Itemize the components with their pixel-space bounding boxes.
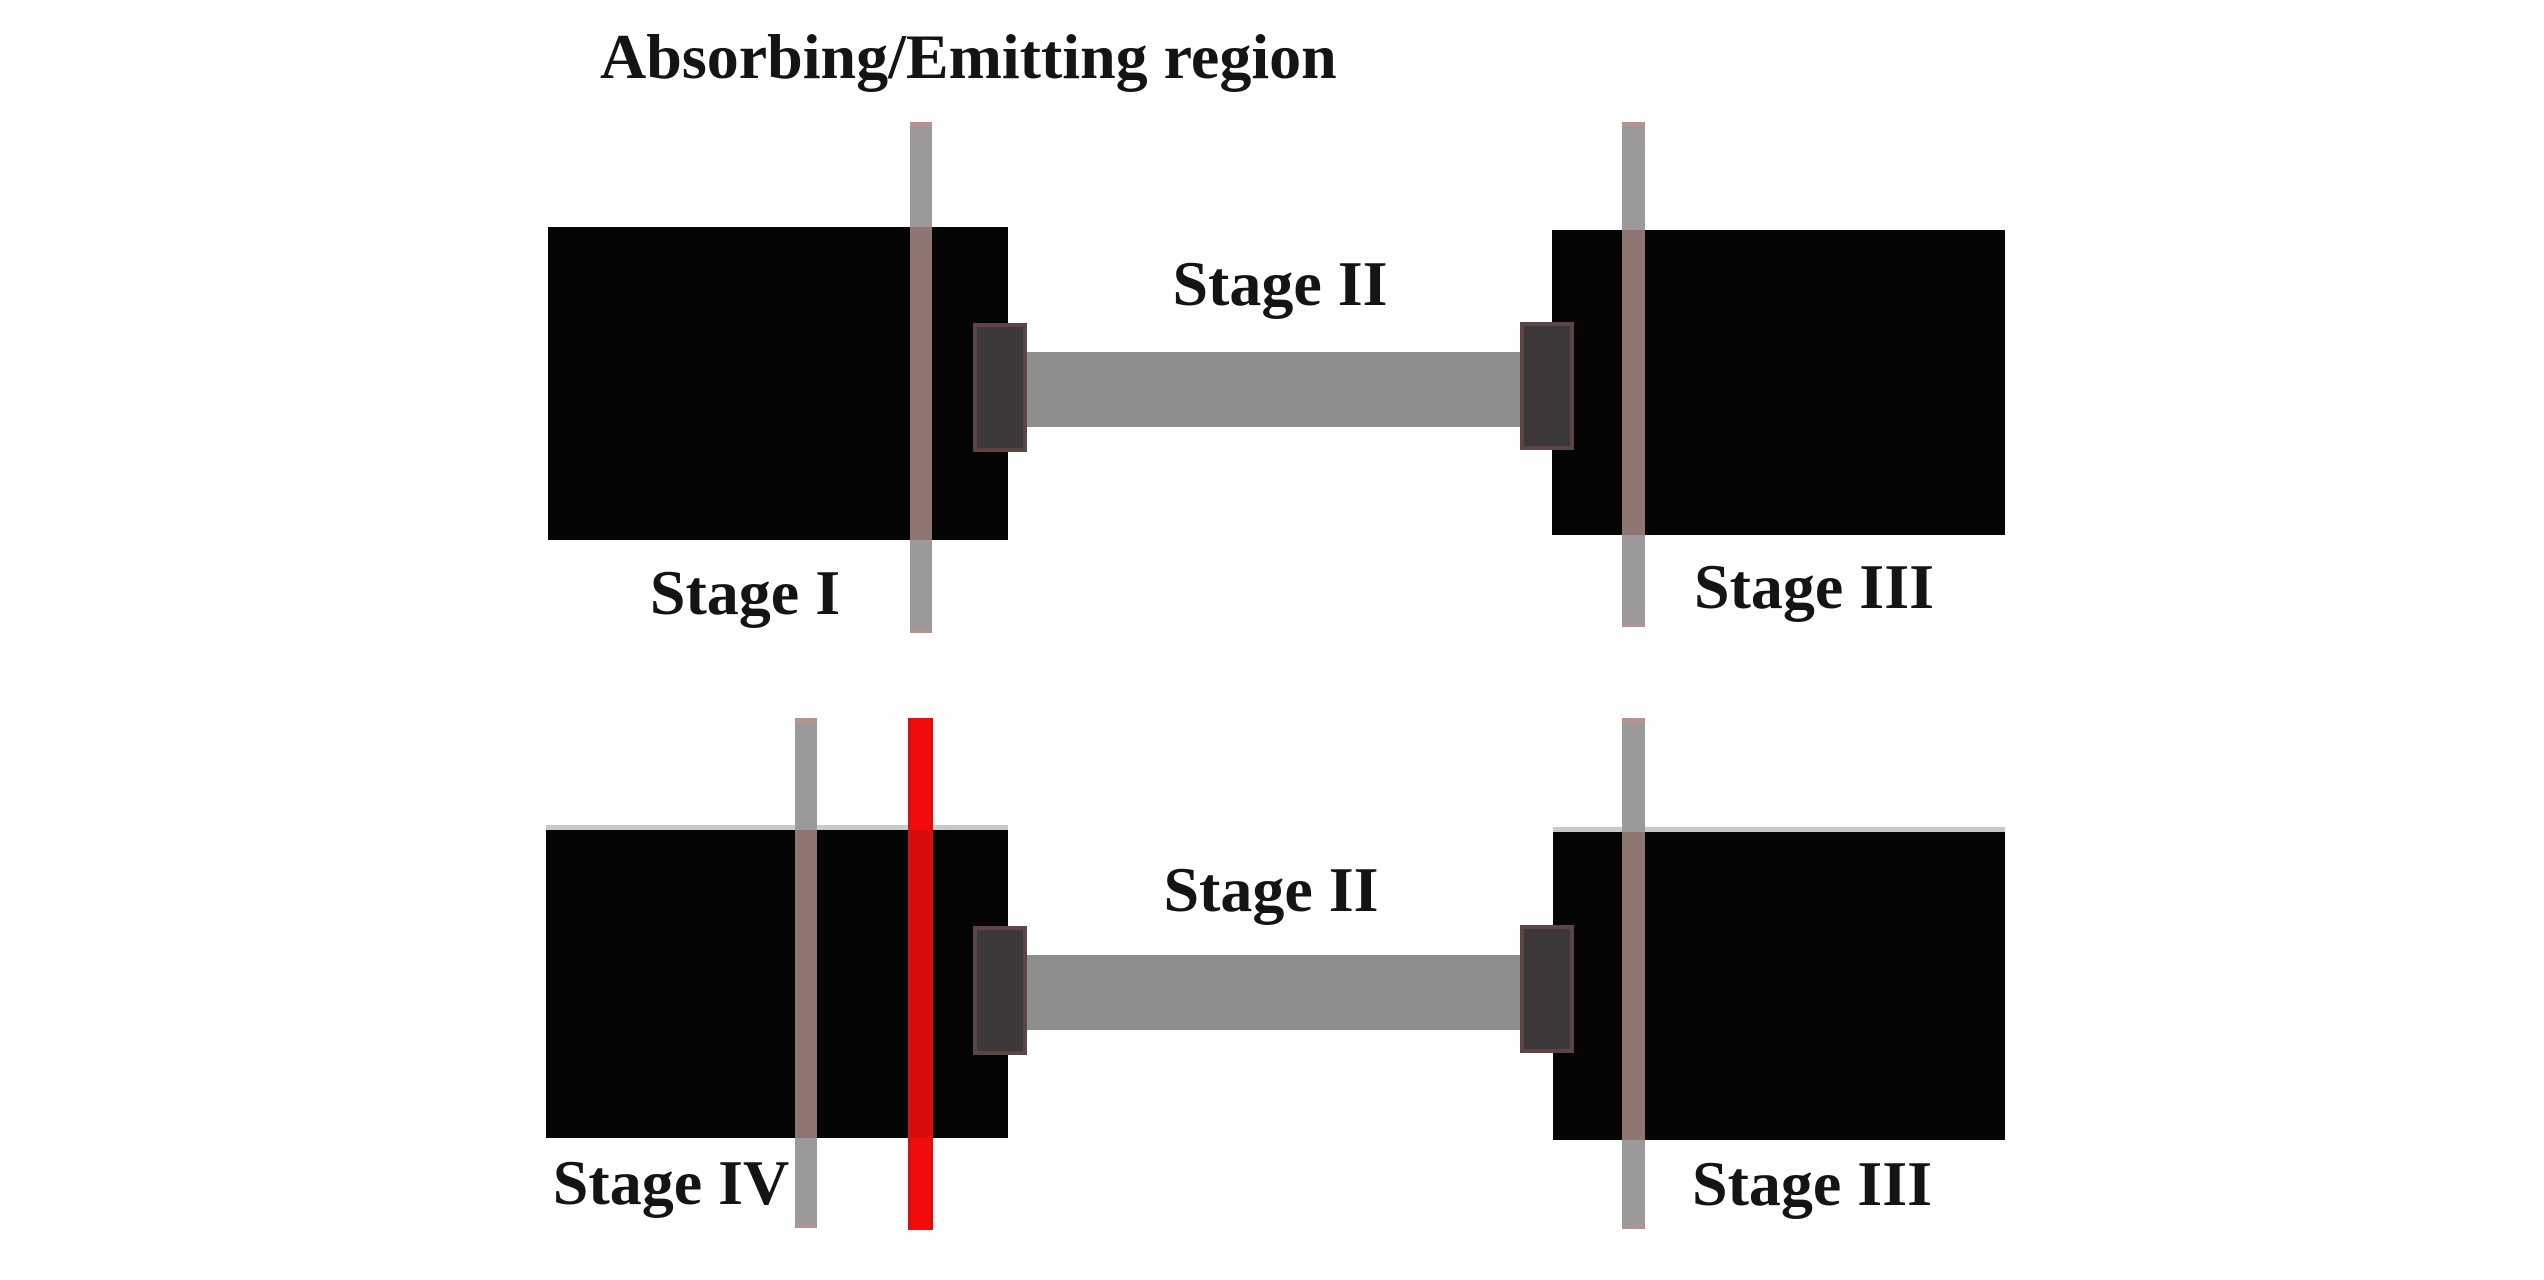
stage-4-block xyxy=(546,830,1008,1138)
rod-flange-right-top xyxy=(1520,322,1574,450)
stage-1-label: Stage I xyxy=(649,557,841,628)
red-emitting-bar xyxy=(908,718,933,1230)
absorbing-emitting-region-label: Absorbing/Emitting region xyxy=(600,21,1337,92)
bar-overlap-shading xyxy=(1622,832,1645,1140)
rod-flange-left-top xyxy=(973,323,1027,452)
bar-overlap-shading xyxy=(911,830,930,1138)
stage-2-label-top: Stage II xyxy=(1172,248,1388,319)
rod-flange-left-bottom xyxy=(973,926,1027,1055)
stage-2-connecting-rod-top xyxy=(1027,352,1520,427)
stage-3-label-top: Stage III xyxy=(1693,551,1935,622)
stage-4-label: Stage IV xyxy=(552,1147,790,1218)
absorbing-emitting-bar-left-top xyxy=(910,122,932,633)
stage-2-connecting-rod-bottom xyxy=(1027,955,1520,1030)
stage-1-block xyxy=(548,227,1008,540)
bar-overlap-shading xyxy=(910,227,932,540)
stage-3-label-bottom: Stage III xyxy=(1691,1148,1933,1219)
absorbing-emitting-bar-right-bottom xyxy=(1622,718,1645,1229)
absorbing-emitting-bar-right-top xyxy=(1622,122,1645,627)
rod-flange-right-bottom xyxy=(1520,925,1574,1053)
bar-overlap-shading xyxy=(1622,230,1645,535)
absorbing-emitting-bar-left-bottom xyxy=(795,718,817,1228)
stage-3-block-bottom xyxy=(1553,832,2005,1140)
block-top-highlight xyxy=(1553,827,2005,832)
bar-overlap-shading xyxy=(795,830,817,1138)
block-top-highlight xyxy=(546,825,1008,830)
stage-3-block-top xyxy=(1552,230,2005,535)
stage-2-label-bottom: Stage II xyxy=(1163,854,1379,925)
